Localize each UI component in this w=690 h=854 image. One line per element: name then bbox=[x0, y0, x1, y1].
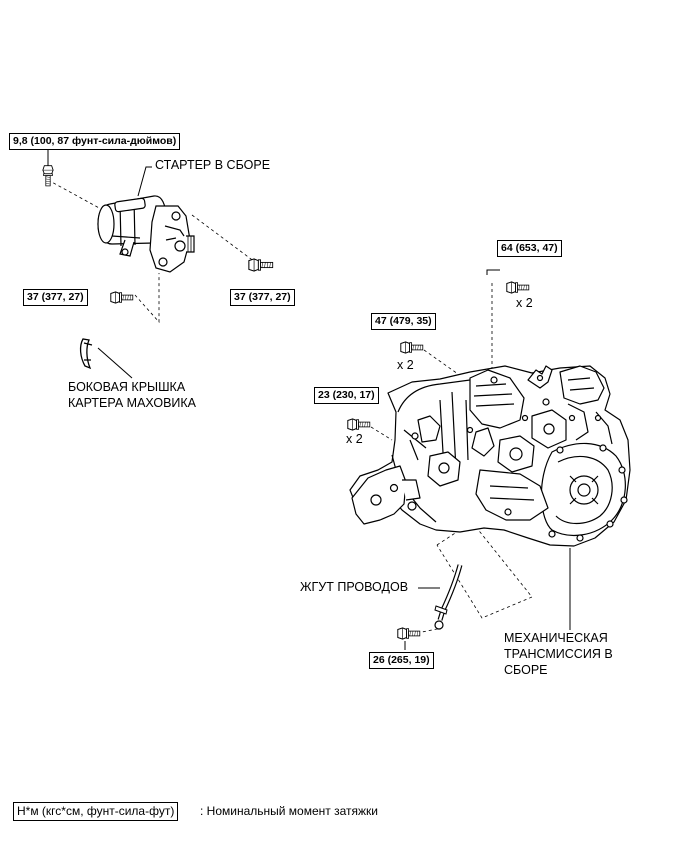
label-starter-assembly: СТАРТЕР В СБОРЕ bbox=[155, 158, 271, 172]
torque-spec-transmission-top: 64 (653, 47) bbox=[497, 240, 562, 257]
quantity-marker-transmission-middle: x 2 bbox=[346, 432, 363, 446]
transmission-drawing bbox=[349, 365, 631, 547]
legend-description: : Номинальный момент затяжки bbox=[200, 804, 378, 818]
starter-drawing bbox=[97, 195, 195, 273]
torque-spec-starter-left: 37 (377, 27) bbox=[23, 289, 88, 306]
label-flywheel-cover-line1: БОКОВАЯ КРЫШКА bbox=[68, 380, 186, 394]
label-transmission-line3: СБОРЕ bbox=[504, 663, 548, 677]
torque-spec-starter-upper: 9,8 (100, 87 фунт-сила-дюймов) bbox=[9, 133, 181, 150]
quantity-marker-transmission-top: x 2 bbox=[516, 296, 533, 310]
label-transmission-line1: МЕХАНИЧЕСКАЯ bbox=[504, 631, 608, 645]
leader-lines bbox=[47, 148, 571, 650]
torque-spec-harness-bolt: 26 (265, 19) bbox=[369, 652, 434, 669]
quantity-marker-transmission-upper: x 2 bbox=[397, 358, 414, 372]
torque-spec-transmission-middle: 23 (230, 17) bbox=[314, 387, 379, 404]
label-transmission-line2: ТРАНСМИССИЯ В bbox=[504, 647, 613, 661]
torque-spec-transmission-upper: 47 (479, 35) bbox=[371, 313, 436, 330]
legend-unit-box: Н*м (кгс*см, фунт-сила-фут) bbox=[13, 802, 179, 821]
flywheel-cover-drawing bbox=[79, 338, 93, 370]
label-wire-harness: ЖГУТ ПРОВОДОВ bbox=[300, 580, 409, 594]
torque-spec-starter-right: 37 (377, 27) bbox=[230, 289, 295, 306]
wire-harness-drawing bbox=[434, 564, 463, 630]
label-flywheel-cover-line2: КАРТЕРА МАХОВИКА bbox=[68, 396, 197, 410]
